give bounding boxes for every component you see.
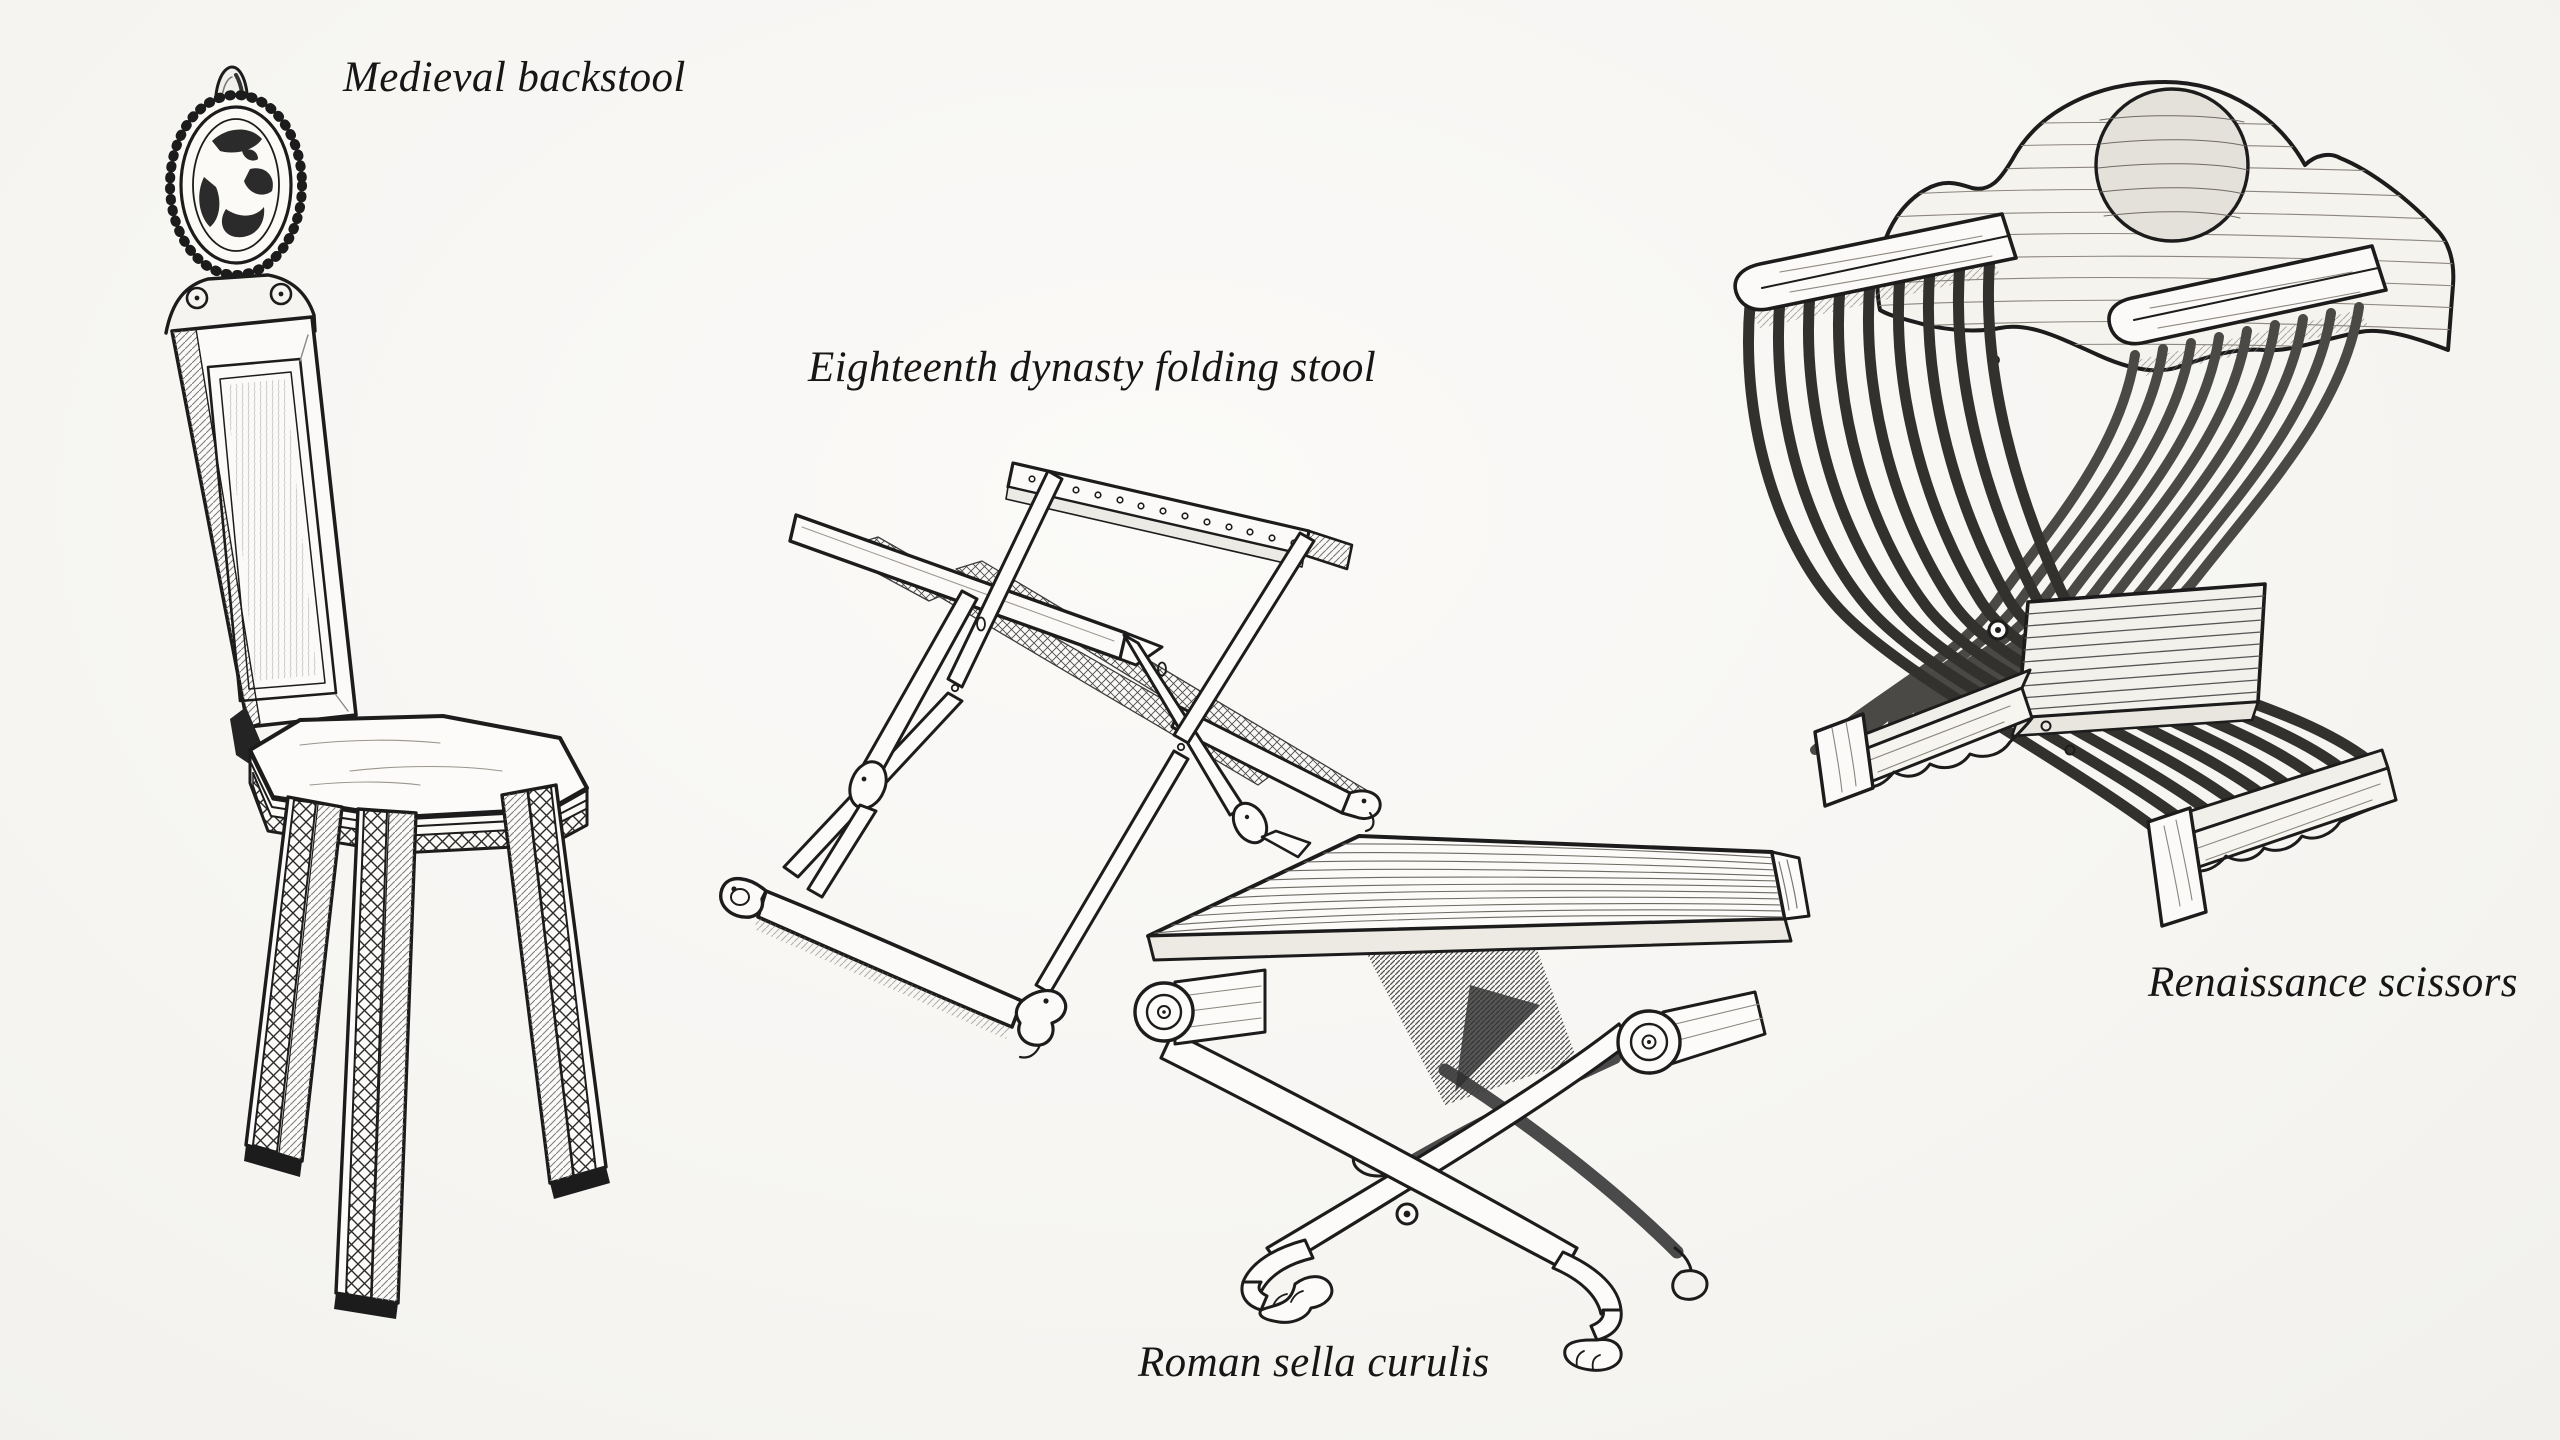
scissors-right-arm-shadow (2138, 310, 2368, 376)
caption-eighteenth-dynasty-folding-stool: Eighteenth dynasty folding stool (808, 344, 1377, 391)
caption-medieval-backstool: Medieval backstool (343, 54, 686, 101)
sella-rollers (1133, 968, 1767, 1075)
sella-underseat-straps (1365, 944, 1577, 1105)
sella-seat (1146, 834, 1811, 962)
scissors-right-armrest (2107, 244, 2388, 346)
figure-sella-curulis (1115, 820, 1835, 1420)
sella-front-legs (1159, 1022, 1633, 1372)
scissors-left-armrest (1733, 212, 2018, 312)
scissors-left-runner (1813, 668, 2034, 808)
backstool-legs (244, 783, 610, 1319)
folding-stool-drawing (719, 461, 1382, 1059)
caption-renaissance-scissors: Renaissance scissors (2148, 959, 2518, 1006)
figure-folding-stool (710, 445, 1490, 1070)
medieval-backstool-drawing (164, 65, 610, 1319)
renaissance-scissors-drawing (1733, 80, 2456, 928)
backstool-medallion (165, 90, 307, 280)
folding-stool-legs (782, 469, 1316, 995)
backstool-shoulders (164, 273, 317, 335)
caption-roman-sella-curulis: Roman sella curulis (1138, 1339, 1490, 1386)
scissors-pivot (1987, 619, 2009, 641)
figure-renaissance-scissors (1720, 60, 2520, 960)
figure-medieval-backstool (150, 55, 610, 1325)
folding-stool-front-rail (719, 877, 1068, 1059)
backstool-back (170, 315, 358, 729)
scissors-seat (2010, 582, 2267, 756)
sella-curulis-drawing (1133, 834, 1811, 1372)
scissors-right-runner (2146, 748, 2398, 928)
